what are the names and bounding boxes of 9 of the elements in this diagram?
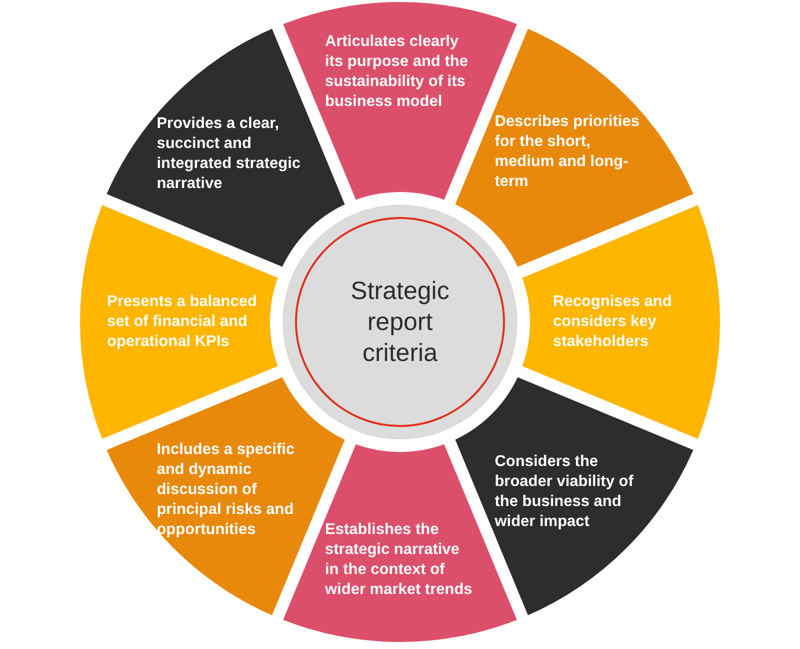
segment-text: Articulates clearly its purpose and the sustainability of its business model: [325, 32, 469, 112]
segment-text: Includes a specific and dynamic discussion of principal risks and opportunities: [156, 440, 296, 540]
segment-text: Establishes the strategic narrative in the context of wider market trends: [325, 520, 474, 600]
segment-text: Describes priorities for the short, medium and long-term: [494, 112, 640, 192]
segment-text: Provides a clear, succinct and integrated strategic narrative: [156, 114, 302, 194]
segment-text: Considers the broader viability of the business and wider impact: [494, 452, 634, 532]
center-title: Strategic report criteria: [350, 276, 450, 368]
segment-text: Presents a balanced set of financial and operational KPIs: [107, 292, 257, 352]
segment-text: Recognises and considers key stakeholders: [553, 292, 673, 352]
